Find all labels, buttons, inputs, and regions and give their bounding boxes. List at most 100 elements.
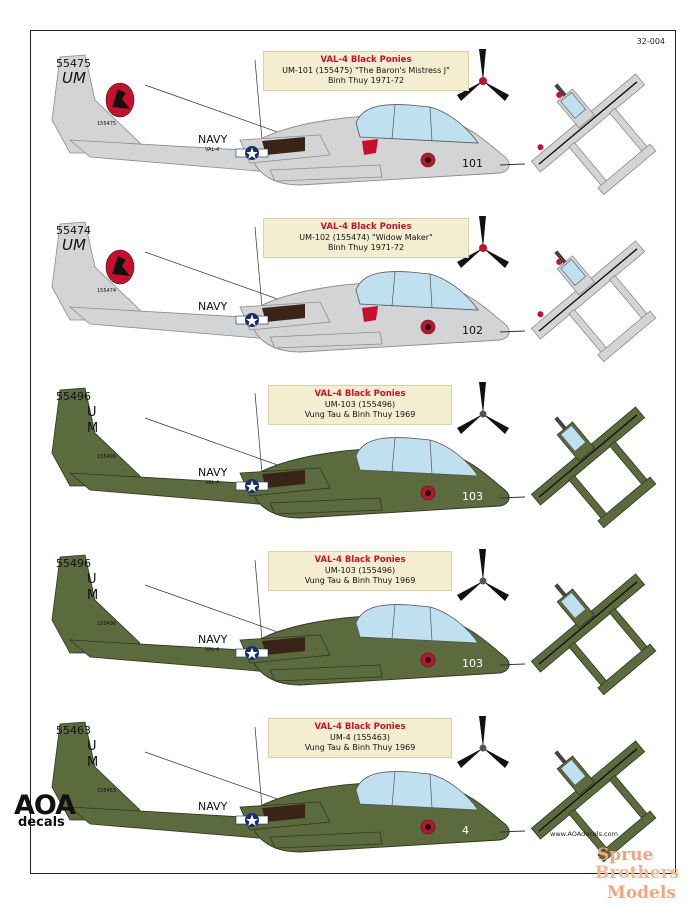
top-wing-stripe	[538, 748, 638, 832]
profile-location: Binh Thuy 1971-72	[327, 76, 405, 85]
tail-code-letter: U	[87, 739, 97, 754]
canopy-frame	[391, 104, 396, 140]
tail-fin	[51, 554, 141, 654]
top-canopy	[560, 259, 587, 286]
tail-serial: 55496	[56, 390, 91, 403]
tail-fin	[51, 221, 141, 321]
exhaust-stain	[262, 637, 305, 655]
unit-lettering: VAL-4	[205, 147, 219, 153]
sponson	[269, 331, 383, 349]
profile-aircraft: UM-102 (155474) "Widow Maker"	[299, 232, 433, 242]
top-canopy	[560, 425, 587, 452]
prop-blade	[483, 414, 509, 434]
canopy-frame	[429, 273, 433, 309]
canopy	[355, 271, 479, 311]
tail-fin	[51, 387, 141, 487]
tail-small-serial: 155463	[97, 788, 116, 794]
canopy	[355, 604, 479, 644]
tail-fin	[51, 721, 141, 821]
propeller	[457, 549, 509, 601]
prop-blade	[479, 49, 486, 81]
exhaust-stain	[262, 470, 305, 488]
canopy	[355, 104, 479, 144]
tail-code-letter: M	[87, 421, 98, 436]
tail-serial: 55496	[56, 557, 91, 570]
profile-aircraft: UM-103 (155496)	[324, 565, 396, 575]
top-view	[530, 406, 657, 529]
top-red-marker	[537, 144, 544, 151]
profile-title: VAL-4 Black Ponies	[314, 722, 406, 732]
sheet-code: 32-004	[636, 37, 665, 46]
side-number: 4	[462, 824, 469, 837]
navy-lettering: NAVY	[198, 133, 228, 146]
top-view	[530, 240, 657, 363]
prop-spinner	[479, 77, 487, 85]
prop-spinner	[479, 410, 487, 418]
canopy-frame	[391, 771, 396, 807]
prop-blade	[483, 581, 509, 601]
tail-emblem-horse	[112, 256, 130, 276]
side-number: 103	[462, 490, 483, 503]
sponson	[269, 831, 383, 849]
logo-subtext: decals	[18, 815, 65, 830]
tail-small-serial: 155475	[97, 121, 116, 127]
prop-blade	[483, 81, 509, 101]
top-nose-probe	[554, 416, 567, 430]
insignia-star	[246, 147, 258, 159]
sponson	[269, 664, 383, 682]
watermark-line2: Brothers	[595, 863, 680, 883]
prop-blade	[457, 414, 483, 434]
tail-fin	[51, 54, 141, 154]
top-canopy	[560, 759, 587, 786]
prop-spinner	[479, 744, 487, 752]
prop-blade	[457, 248, 483, 268]
tail-code-letter: M	[87, 588, 98, 603]
prop-blade	[457, 581, 483, 601]
navy-lettering: NAVY	[198, 633, 228, 646]
navy-lettering: NAVY	[198, 300, 228, 313]
nose-probe	[499, 496, 526, 499]
prop-blade	[479, 549, 486, 581]
top-wing-stripe	[538, 248, 638, 332]
horse-insignia-center	[425, 324, 431, 330]
prop-blade	[479, 382, 486, 414]
top-view	[530, 740, 657, 863]
antenna-wire	[144, 251, 301, 308]
profile-aircraft: UM-4 (155463)	[329, 732, 391, 742]
antenna-mast	[254, 726, 263, 808]
sponson	[269, 497, 383, 515]
watermark: Sprue Brothers Models	[589, 843, 699, 905]
profile-aircraft: UM-101 (155475) "The Baron's Mistress J"	[282, 65, 450, 75]
red-panel	[362, 139, 378, 155]
unit-lettering: VAL-4	[205, 480, 219, 486]
top-red-marker	[556, 91, 563, 98]
top-nose-probe	[554, 583, 567, 597]
tail-code-letter: M	[87, 755, 98, 770]
tail-small-serial: 155496	[97, 454, 116, 460]
insignia-star	[246, 647, 258, 659]
antenna-mast	[254, 392, 263, 474]
top-red-marker	[537, 311, 544, 318]
nose-probe	[499, 830, 526, 833]
aoa-logo: AOA decals	[14, 790, 76, 830]
horse-insignia-center	[425, 824, 431, 830]
canopy-frame	[391, 437, 396, 473]
logo-text: AOA	[14, 790, 76, 821]
canopy-frame	[429, 606, 433, 642]
profile-location: Vung Tau & Binh Thuy 1969	[304, 410, 416, 419]
profile-location: Vung Tau & Binh Thuy 1969	[304, 743, 416, 752]
website-text: www.AOAdecals.com	[550, 830, 618, 838]
navy-lettering: NAVY	[198, 466, 228, 479]
exhaust-stain	[262, 804, 305, 822]
top-wing-stripe	[538, 581, 638, 665]
antenna-mast	[254, 559, 263, 641]
profile-title: VAL-4 Black Ponies	[320, 55, 412, 65]
propeller	[457, 216, 509, 268]
prop-spinner	[479, 244, 487, 252]
prop-blade	[483, 248, 509, 268]
